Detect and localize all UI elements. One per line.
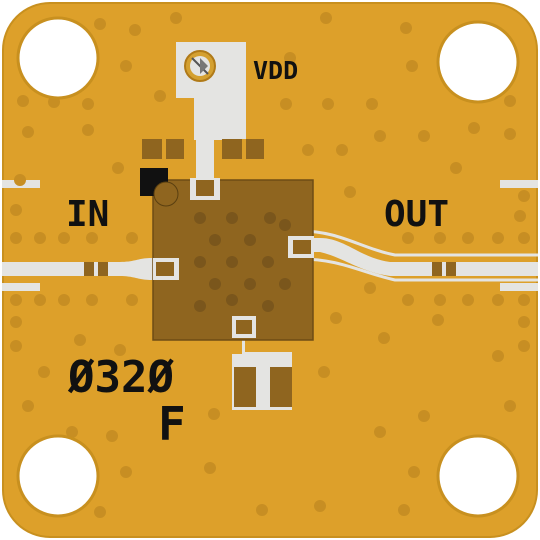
output-label: OUT xyxy=(384,194,449,235)
part-code-label: Ø32Ø xyxy=(67,352,174,403)
bottom-capacitor xyxy=(234,367,292,407)
output-edge-pads xyxy=(500,180,538,291)
output-dc-block xyxy=(432,262,456,276)
pin1-dot xyxy=(153,181,179,207)
mounting-hole-top-left xyxy=(16,16,100,100)
chip-vias xyxy=(194,212,291,312)
input-dc-block xyxy=(84,262,108,276)
vdd-capacitor xyxy=(142,139,264,159)
mounting-hole-bottom-right xyxy=(436,434,520,518)
vdd-test-point xyxy=(184,50,216,82)
board-vias xyxy=(10,12,530,518)
mounting-hole-top-right xyxy=(436,20,520,104)
mounting-hole-bottom-left xyxy=(16,434,100,518)
input-label: IN xyxy=(66,194,109,235)
output-trace xyxy=(290,238,538,276)
part-revision-label: F xyxy=(158,397,186,451)
vdd-label: VDD xyxy=(253,56,298,85)
